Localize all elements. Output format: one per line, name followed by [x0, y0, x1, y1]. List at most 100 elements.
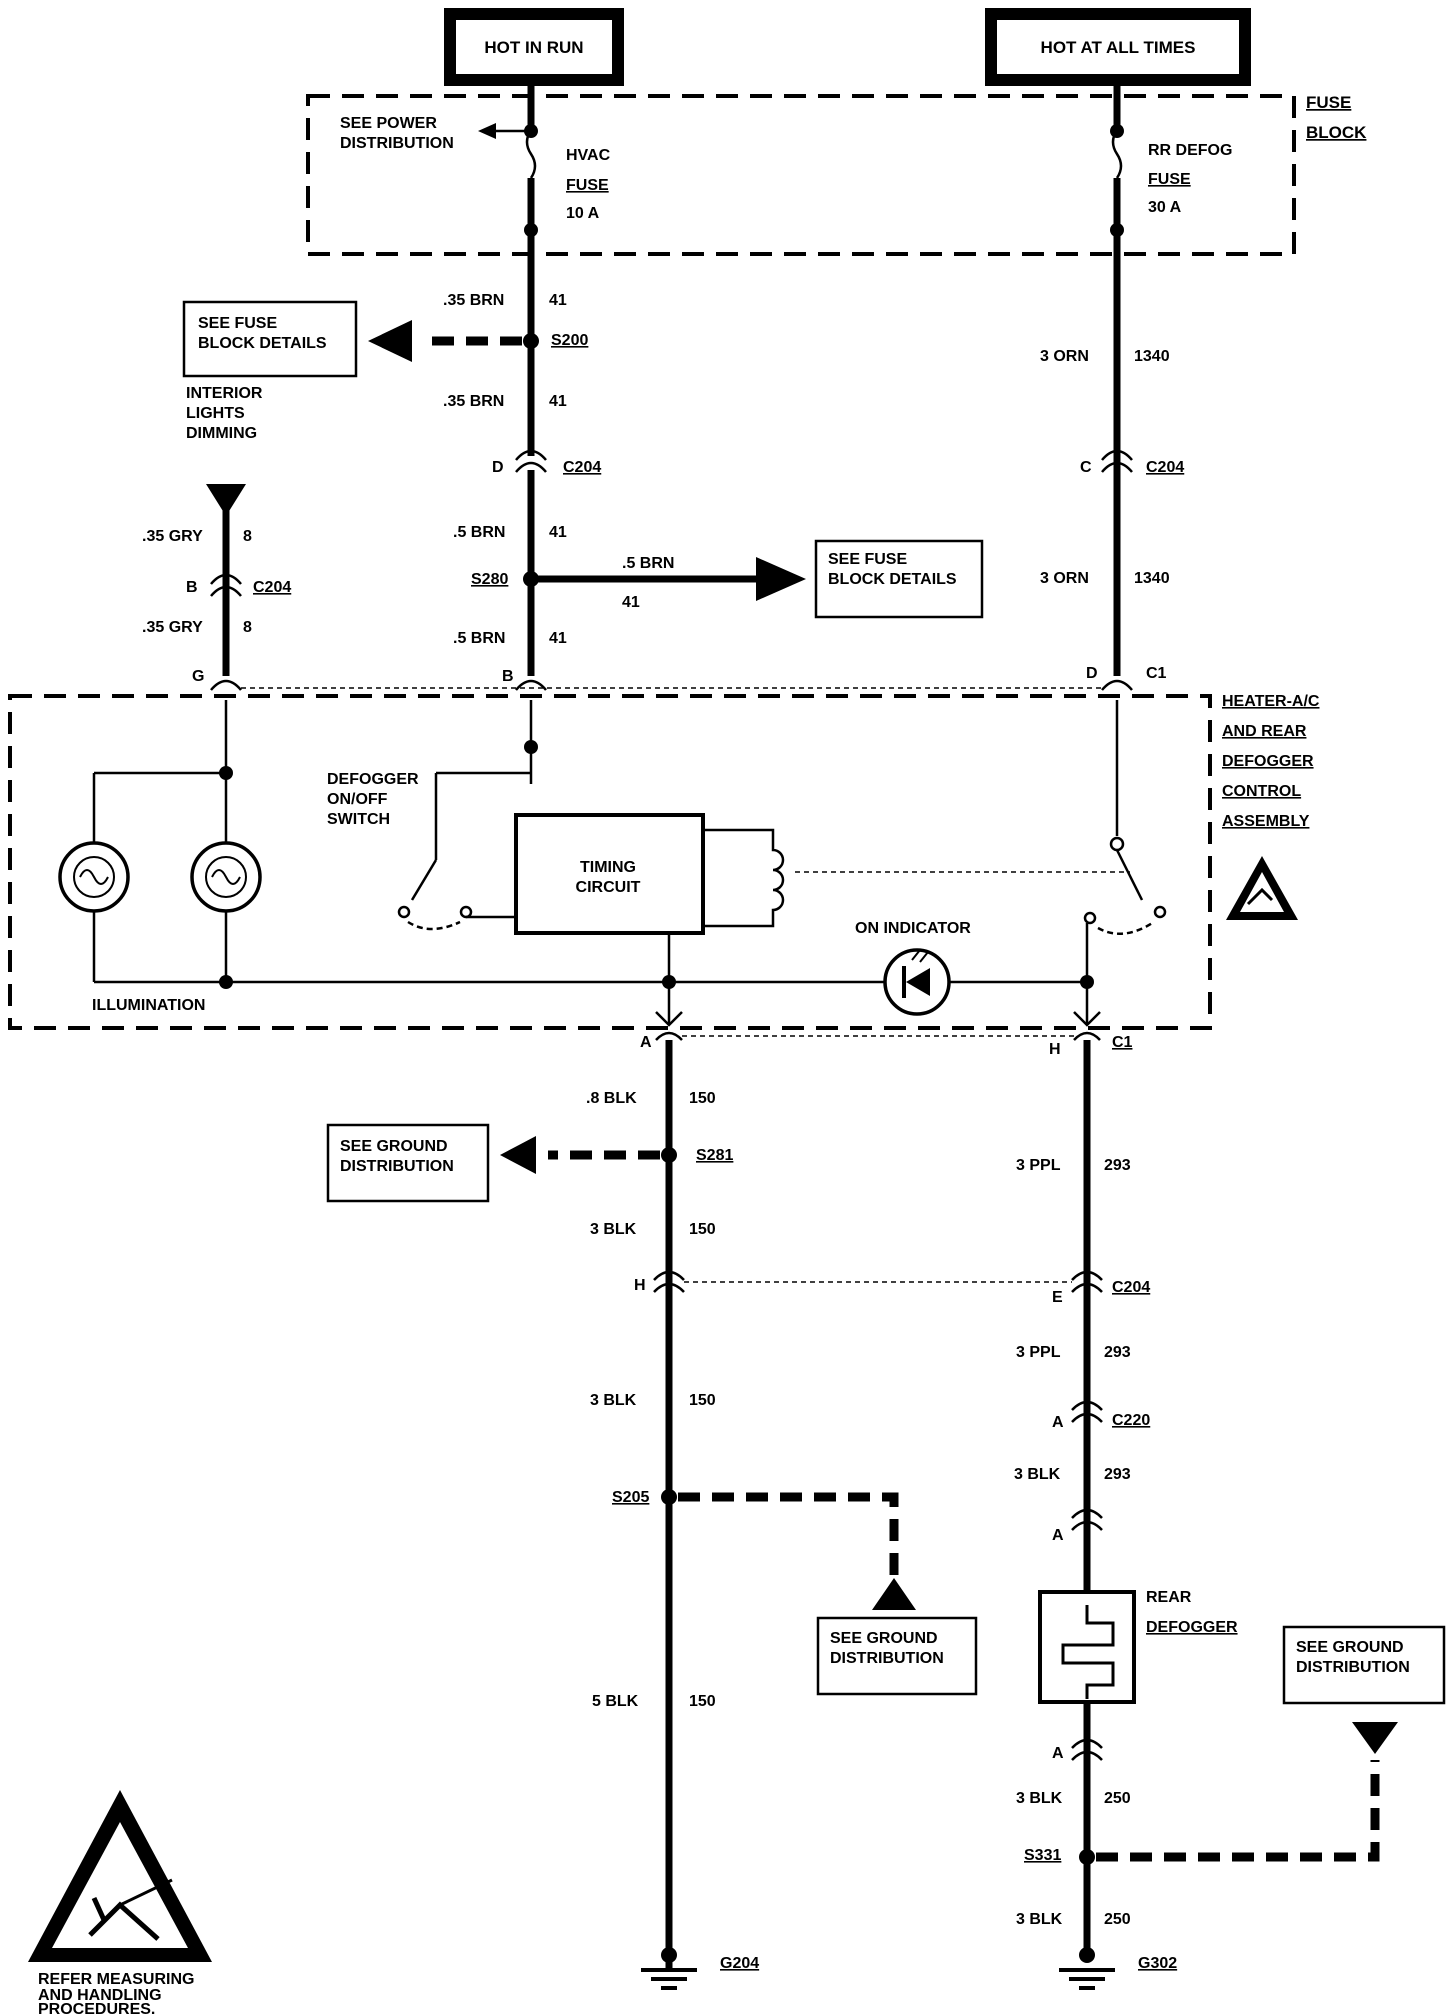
- center-wire-4: .5 BRN: [453, 630, 505, 647]
- rr-defog-fuse-name: RR DEFOG: [1148, 142, 1232, 159]
- splice-s331: [1079, 1849, 1095, 1865]
- s280-branch-wire: .5 BRN: [622, 555, 674, 572]
- orn-pin-c: C: [1080, 459, 1092, 476]
- module-title-5: ASSEMBLY: [1222, 813, 1310, 830]
- def-pin-e: E: [1052, 1289, 1063, 1306]
- hvac-fuse-rating: 10 A: [566, 205, 600, 222]
- interior-lights-arrow: [206, 484, 246, 516]
- see-ground-2a: SEE GROUND: [830, 1630, 938, 1647]
- rr-defog-fuse-word: FUSE: [1148, 171, 1191, 188]
- s200-arrow: [368, 320, 412, 362]
- splice-s281: [661, 1147, 677, 1163]
- hvac-fuse-word: FUSE: [566, 177, 609, 194]
- orn-circuit-1: 1340: [1134, 348, 1170, 365]
- ground-left-wire-2: 3 BLK: [590, 1221, 637, 1238]
- see-ground-3b: DISTRIBUTION: [1296, 1659, 1410, 1676]
- see-fuse-box-1: [182, 300, 358, 378]
- hot-in-run-box: HOT IN RUN: [444, 8, 624, 86]
- timing-label-2: CIRCUIT: [576, 879, 641, 896]
- splice-s200: [523, 333, 539, 349]
- def-wire-2: 3 PPL: [1016, 1344, 1061, 1361]
- see-ground-box-1: [326, 1123, 490, 1203]
- see-ground-3a: SEE GROUND: [1296, 1639, 1404, 1656]
- s331-label: S331: [1024, 1847, 1061, 1864]
- hot-in-run-label: HOT IN RUN: [484, 38, 583, 57]
- see-ground-box-2: [816, 1616, 978, 1696]
- def-pin-a2: A: [1052, 1527, 1064, 1544]
- def-pin-h: H: [1049, 1041, 1061, 1058]
- ground-g204-symbol: [641, 1947, 697, 1990]
- illumination-lamp-1: [58, 841, 130, 913]
- s280-label: S280: [471, 571, 508, 588]
- def-wire-3: 3 BLK: [1014, 1466, 1061, 1483]
- switch-label-2: ON/OFF: [327, 791, 388, 808]
- see-ground-1a: SEE GROUND: [340, 1138, 448, 1155]
- s205-branch: [678, 1492, 899, 1580]
- def-c1: C1: [1112, 1034, 1133, 1051]
- relay-coil: [703, 828, 785, 928]
- switch-label-3: SWITCH: [327, 811, 390, 828]
- ground-g204-label: G204: [720, 1955, 759, 1972]
- fuse-block-title-1: FUSE: [1306, 93, 1351, 112]
- interior-2: LIGHTS: [186, 405, 245, 422]
- center-circuit-4: 41: [549, 630, 567, 647]
- c204-d-connector: [515, 461, 547, 473]
- esd-warning-symbol: [28, 1790, 212, 1962]
- see-fuse-1b: BLOCK DETAILS: [198, 335, 327, 352]
- center-c204: C204: [563, 459, 601, 476]
- see-fuse-box-2: [814, 539, 984, 619]
- gry-c204: C204: [253, 579, 291, 596]
- timing-circuit-box: [514, 813, 705, 935]
- ground-left-circuit-3: 150: [689, 1392, 716, 1409]
- ground-left-pin-h: H: [634, 1277, 646, 1294]
- see-power-1: SEE POWER: [340, 115, 437, 132]
- s205-label: S205: [612, 1489, 649, 1506]
- interior-3: DIMMING: [186, 425, 257, 442]
- center-pin-d: D: [492, 459, 504, 476]
- center-circuit-1: 41: [549, 292, 567, 309]
- orn-pin-d: D: [1086, 665, 1098, 682]
- ground-left-wire-1: .8 BLK: [586, 1090, 637, 1107]
- gry-pin-b: B: [186, 579, 198, 596]
- s280-arrow: [756, 557, 806, 601]
- rr-defog-fuse-rating: 30 A: [1148, 199, 1182, 216]
- see-fuse-1a: SEE FUSE: [198, 315, 277, 332]
- orn-circuit-2: 1340: [1134, 570, 1170, 587]
- orn-wire-1: 3 ORN: [1040, 348, 1089, 365]
- see-ground-1b: DISTRIBUTION: [340, 1158, 454, 1175]
- illumination-label: ILLUMINATION: [92, 997, 205, 1014]
- gry-circuit-2: 8: [243, 619, 252, 636]
- s331-branch: [1096, 1760, 1380, 1862]
- see-fuse-2b: BLOCK DETAILS: [828, 571, 957, 588]
- module-title-3: DEFOGGER: [1222, 753, 1314, 770]
- see-power-2: DISTRIBUTION: [340, 135, 454, 152]
- gry-wire-1: .35 GRY: [142, 528, 203, 545]
- ground-left-circuit-2: 150: [689, 1221, 716, 1238]
- def-circuit-2: 293: [1104, 1344, 1131, 1361]
- gry-circuit-1: 8: [243, 528, 252, 545]
- see-fuse-2a: SEE FUSE: [828, 551, 907, 568]
- s280-branch-circuit: 41: [622, 594, 640, 611]
- module-title-1: HEATER-A/C: [1222, 693, 1320, 710]
- orn-c1: C1: [1146, 665, 1167, 682]
- ground-left-circuit-4: 150: [689, 1693, 716, 1710]
- module-outline: [8, 694, 1212, 1030]
- on-indicator-label: ON INDICATOR: [855, 920, 971, 937]
- module-title-2: AND REAR: [1222, 723, 1307, 740]
- s200-label: S200: [551, 332, 588, 349]
- esd-note-1: REFER MEASURING: [38, 1971, 194, 1988]
- see-power-arrow: [478, 123, 496, 139]
- center-circuit-2: 41: [549, 393, 567, 410]
- esd-note-3: PROCEDURES.: [38, 2001, 155, 2016]
- ground-left-pin-a: A: [640, 1034, 652, 1051]
- orn-wire-2: 3 ORN: [1040, 570, 1089, 587]
- center-pin-b: B: [502, 668, 514, 685]
- esd-note-2: AND HANDLING: [38, 1987, 162, 2004]
- rear-defogger-1: REAR: [1146, 1589, 1192, 1606]
- def-circuit-3: 293: [1104, 1466, 1131, 1483]
- s281-label: S281: [696, 1147, 733, 1164]
- center-wire-1: .35 BRN: [443, 292, 504, 309]
- orn-c204: C204: [1146, 459, 1184, 476]
- see-ground-box-3: [1282, 1625, 1446, 1705]
